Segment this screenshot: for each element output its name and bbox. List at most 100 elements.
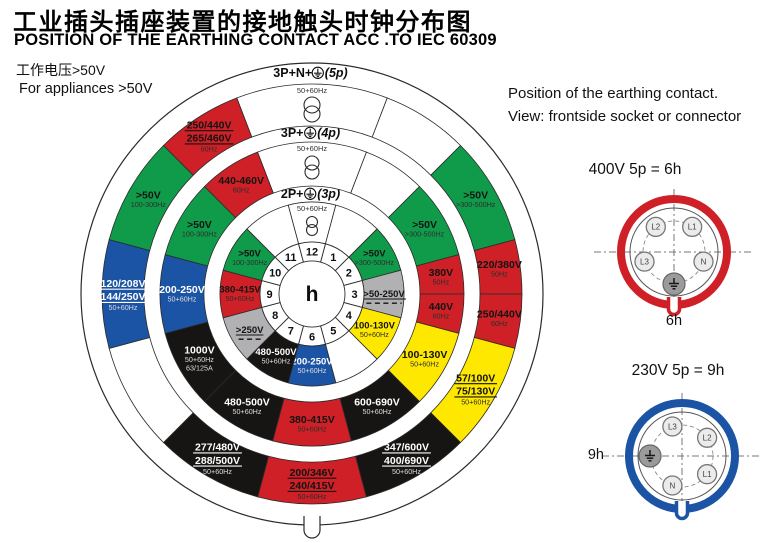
page-title-chinese: 工业插头插座装置的接地触头时钟分布图: [13, 9, 472, 36]
segment-voltage-label: 120/208V: [101, 278, 146, 290]
segment-frequency-label: 50+60Hz: [109, 303, 138, 312]
segment-voltage-label: 440-460V: [218, 175, 264, 187]
pin-circle-guide: [650, 424, 714, 488]
clock-number: 10: [269, 268, 281, 280]
segment-frequency-label: 50+60Hz: [226, 294, 255, 303]
segment-voltage-label: 380-415V: [289, 414, 335, 426]
pin-N: [693, 251, 714, 272]
segment-frequency-label: 50+60Hz: [360, 330, 389, 339]
segment-voltage-label: >250V: [236, 325, 264, 336]
plug-face-circle: [629, 207, 719, 297]
transformer-symbol-icon: [303, 96, 321, 123]
clock-number: 4: [346, 310, 353, 322]
segment-frequency-label: 100-300Hz: [182, 229, 218, 238]
segment-frequency-label: 50+60Hz: [298, 492, 327, 501]
earthing-contact-note-line2: View: frontside socket or connector: [508, 108, 742, 125]
segment-frequency-label: 50+60Hz: [297, 144, 327, 153]
plug-230v-heading: 230V 5p = 9h: [631, 362, 725, 379]
segment-frequency-label: 100-300Hz: [232, 258, 268, 267]
pin-L2: [696, 427, 718, 448]
segment-voltage-label: >50V: [238, 249, 261, 260]
segment-frequency-label: 60Hz: [491, 319, 508, 328]
working-voltage-note-chinese: 工作电压>50V: [16, 62, 106, 78]
segment-frequency-label: 60Hz: [201, 145, 218, 154]
pin-L3: [662, 416, 683, 437]
ring-title-prefix: 2P+: [281, 187, 304, 201]
segment-voltage-label: >50V: [136, 189, 161, 201]
segment-voltage-label: 277/480V: [195, 442, 240, 454]
segment-frequency-label: >300-500Hz: [405, 229, 445, 238]
plug-400v-heading: 400V 5p = 6h: [588, 161, 682, 178]
segment-frequency-label: 50Hz: [432, 277, 449, 286]
segment-frequency-label: 50+60Hz: [363, 407, 392, 416]
segment-voltage-label: 144/250V: [101, 291, 146, 303]
earth-icon: [311, 66, 324, 79]
plug-230v-hour-label: 9h: [587, 447, 604, 463]
segment-frequency-label: 50+60Hz: [233, 407, 262, 416]
pin-label: L1: [703, 470, 712, 479]
segment-voltage-label: 265/460V: [187, 133, 232, 145]
pin-label: L2: [651, 223, 660, 232]
earth-icon: [304, 126, 317, 139]
clock-number: 1: [330, 252, 336, 264]
segment-voltage-label: 600-690V: [354, 397, 400, 409]
segment-frequency-label: 50+60Hz: [410, 359, 439, 368]
segment-voltage-label: >50V: [463, 189, 488, 201]
clock-number: 7: [288, 326, 294, 338]
earth-icon: [304, 187, 317, 200]
segment-frequency-label: 60Hz: [233, 185, 250, 194]
clock-number: 11: [285, 252, 297, 264]
clock-number: 12: [306, 246, 318, 258]
pin-L3: [634, 251, 655, 272]
segment-voltage-label: 400/690V: [384, 455, 429, 467]
segment-frequency-label: 50Hz: [491, 270, 508, 279]
pin-label: L1: [688, 223, 697, 232]
pin-label: L2: [703, 434, 712, 443]
segment-frequency-label: 50+60Hz: [203, 467, 232, 476]
segment-voltage-label: 200/346V: [290, 467, 335, 479]
ring-title-suffix: (3p): [317, 187, 340, 201]
segment-frequency-label: >300-500Hz: [456, 200, 496, 209]
segment-frequency-label: 63/125A: [186, 364, 213, 373]
segment-voltage-label: 100-130V: [402, 349, 448, 361]
pin-label: N: [670, 481, 676, 490]
transformer-symbol-icon: [304, 155, 320, 180]
page-title-english: POSITION OF THE EARTHING CONTACT ACC .TO…: [14, 31, 497, 49]
clock-number: 8: [272, 310, 278, 322]
wheel-keyway-notch: [303, 516, 321, 539]
pin-label: N: [701, 257, 707, 266]
segment-voltage-label: >50V: [363, 249, 386, 260]
pin-label: L3: [640, 257, 649, 266]
segment-voltage-label: 480-500V: [224, 397, 270, 409]
plug-keyway-notch: [674, 501, 690, 521]
clock-number: 9: [266, 289, 272, 301]
segment-voltage-label: 200-250V: [159, 284, 205, 296]
segment-voltage-label: 1000V: [184, 345, 214, 357]
pin-L1: [682, 216, 703, 238]
pin-L1: [696, 464, 718, 485]
segment-voltage-label: 288/500V: [195, 455, 240, 467]
earth-icon: [669, 278, 679, 290]
clock-number: 5: [330, 326, 336, 338]
segment-voltage-label: 440V: [429, 301, 454, 313]
segment-voltage-label: 380-415V: [219, 285, 261, 296]
segment-frequency-label: 50+60Hz: [185, 355, 214, 364]
segment-voltage-label: >50V: [187, 219, 212, 231]
segment-voltage-label: 250/440V: [187, 120, 232, 132]
segment-voltage-label: 100-130V: [354, 321, 396, 332]
working-voltage-note-english: For appliances >50V: [19, 81, 153, 97]
clock-cell-12: [297, 241, 327, 263]
segment-voltage-label: 347/600V: [384, 442, 429, 454]
earthing-contact-note-line1: Position of the earthing contact.: [508, 85, 719, 102]
segment-voltage-label: 380V: [429, 267, 454, 279]
plug-face-circle: [637, 411, 727, 501]
segment-voltage-label: >50V: [412, 219, 437, 231]
ring-title-prefix: 3P+N+: [273, 66, 312, 80]
ring-segment-5p: [162, 97, 253, 176]
segment-voltage-label: >50-250V: [363, 289, 405, 300]
segment-voltage-label: 75/130V: [456, 386, 495, 398]
segment-voltage-label: 57/100V: [456, 373, 495, 385]
